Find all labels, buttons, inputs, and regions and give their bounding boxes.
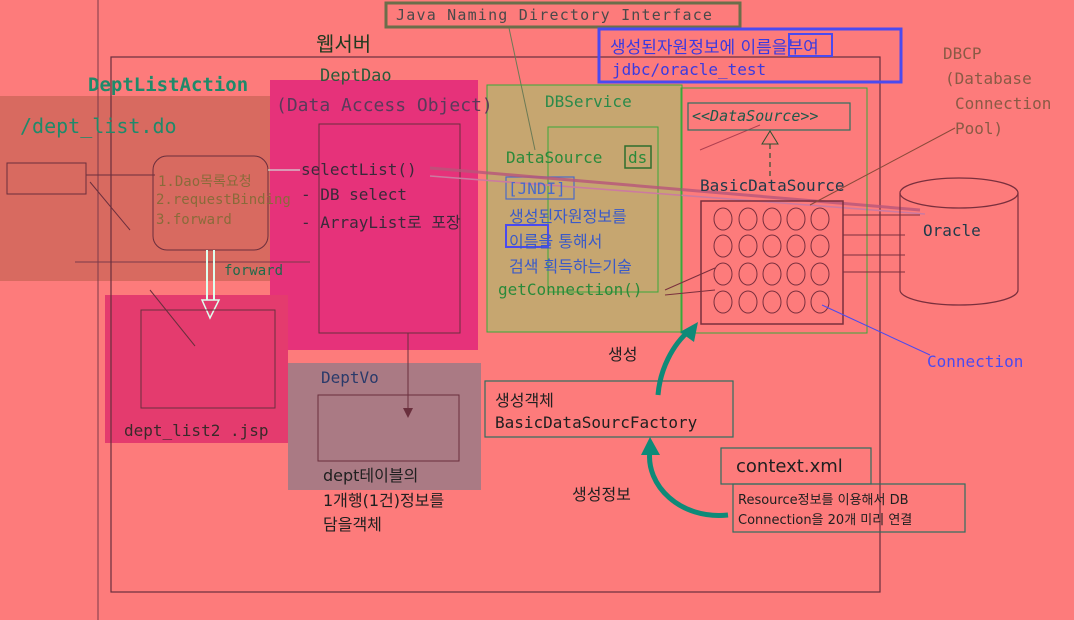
dao-method-2: - DB select (301, 185, 407, 204)
dbservice-desc-1: 생성된자원정보를 (509, 207, 627, 226)
datasource-interface: <<DataSource>> (692, 107, 819, 125)
get-connection: getConnection() (498, 280, 643, 299)
dbcp-line4: Pool) (955, 119, 1004, 138)
vo-desc-1: dept테이블의 (323, 466, 419, 485)
dao-subtitle: (Data Access Object) (276, 95, 493, 116)
vo-desc-2: 1개행(1건)정보를 (323, 491, 445, 510)
ds-label: ds (628, 148, 648, 167)
create-label: 생성 (608, 345, 638, 364)
context-file: context.xml (736, 456, 843, 477)
dao-name: DeptDao (320, 66, 392, 86)
connection-label: Connection (927, 352, 1024, 371)
dao-method-3: - ArrayList로 포장 (301, 213, 461, 232)
context-line2: Connection을 20개 미리 연결 (738, 513, 913, 528)
action-step-2: 2.requestBinding (156, 192, 291, 208)
jsp-region (105, 295, 288, 443)
action-url: /dept_list.do (20, 114, 177, 138)
naming-line1: 생성된자원정보에 이름을부여 (610, 38, 819, 58)
dao-region (270, 80, 478, 350)
dbservice-desc-2: 이름을 통해서 (509, 232, 603, 251)
factory-line1: 생성객체 (495, 391, 554, 410)
dao-method-1: selectList() (301, 160, 417, 179)
create-info-label: 생성정보 (572, 485, 631, 504)
webserver-label: 웹서버 (316, 32, 372, 56)
factory-line2: BasicDataSourcFactory (495, 413, 698, 432)
datasource-label: DataSource (506, 148, 603, 167)
basic-datasource: BasicDataSource (700, 176, 845, 195)
naming-line2: jdbc/oracle_test (612, 60, 767, 79)
oracle-label: Oracle (923, 221, 981, 240)
context-line1: Resource정보를 이용해서 DB (738, 493, 909, 508)
vo-name: DeptVo (321, 368, 379, 387)
forward-label: forward (224, 263, 284, 279)
action-step-1: 1.Dao목록요청 (158, 174, 252, 190)
dbservice-region (487, 85, 682, 332)
dbcp-line1: DBCP (943, 44, 982, 63)
vo-desc-3: 담을객체 (323, 515, 382, 534)
dbservice-desc-3: 검색 획득하는기술 (509, 257, 632, 276)
jsp-name: dept_list2 .jsp (124, 421, 269, 440)
jndi-title: Java Naming Directory Interface (396, 6, 714, 24)
dbcp-line2: (Database (945, 69, 1032, 88)
jndi-tag: [JNDI] (508, 179, 566, 198)
action-name: DeptListAction (88, 74, 249, 96)
vo-region (288, 363, 481, 490)
dbservice-name: DBService (545, 92, 632, 111)
dbcp-line3: Connection (955, 94, 1052, 113)
action-step-3: 3.forward (156, 212, 232, 228)
